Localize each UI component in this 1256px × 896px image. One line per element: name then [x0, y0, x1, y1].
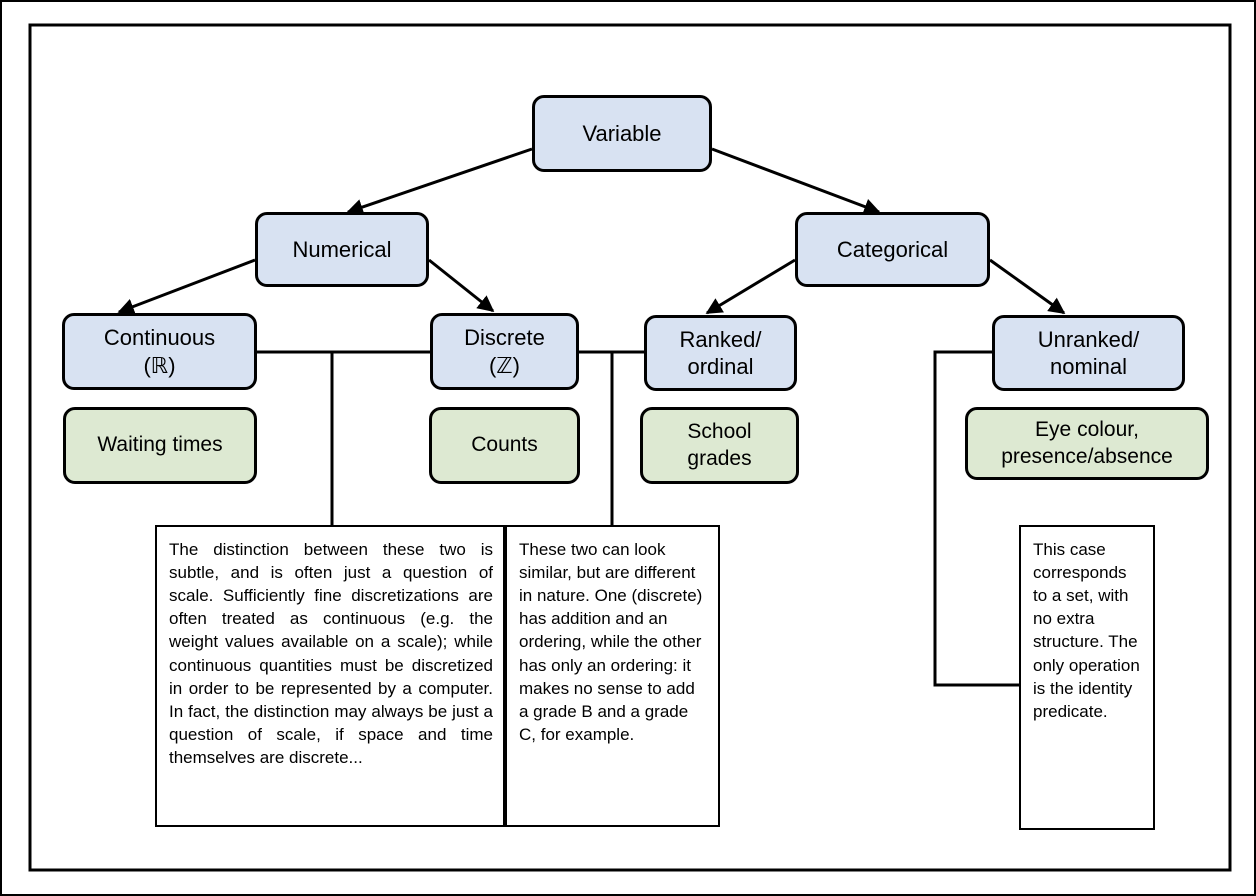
- example-waiting-times-label: Waiting times: [97, 433, 223, 457]
- note-nominal: This case corresponds to a set, with no …: [1019, 525, 1155, 830]
- node-unranked-nominal-label: Unranked/ nominal: [1037, 326, 1140, 380]
- example-eye-colour: Eye colour, presence/absence: [965, 407, 1209, 480]
- node-unranked-nominal: Unranked/ nominal: [992, 315, 1185, 391]
- example-waiting-times: Waiting times: [63, 407, 257, 484]
- example-counts-label: Counts: [471, 433, 538, 457]
- node-ranked-ordinal-label: Ranked/ ordinal: [679, 326, 762, 380]
- node-categorical-label: Categorical: [836, 236, 949, 262]
- node-continuous: Continuous (ℝ): [62, 313, 257, 390]
- tree-arrows: [117, 147, 1066, 315]
- outer-frame: [28, 23, 1232, 872]
- arrow-categorical-ranked: [705, 258, 796, 315]
- arrow-categorical-unranked: [989, 258, 1066, 315]
- arrow-variable-categorical: [711, 147, 881, 215]
- arrow-numerical-continuous: [117, 258, 256, 315]
- arrow-numerical-discrete: [428, 258, 495, 313]
- node-numerical: Numerical: [255, 212, 429, 287]
- note-continuous-vs-discrete: The distinction between these two is sub…: [155, 525, 505, 827]
- node-continuous-label: Continuous (ℝ): [103, 325, 216, 378]
- example-counts: Counts: [429, 407, 580, 484]
- note-discrete-vs-ordinal: These two can look similar, but are diff…: [505, 525, 720, 827]
- node-categorical: Categorical: [795, 212, 990, 287]
- node-variable-label: Variable: [582, 120, 662, 146]
- arrow-variable-numerical: [346, 147, 533, 215]
- example-eye-colour-label: Eye colour, presence/absence: [1001, 418, 1173, 468]
- example-school-grades-label: School grades: [687, 420, 752, 470]
- node-variable: Variable: [532, 95, 712, 172]
- example-school-grades: School grades: [640, 407, 799, 484]
- node-numerical-label: Numerical: [292, 236, 392, 262]
- node-discrete: Discrete (ℤ): [430, 313, 579, 390]
- note-connectors: [257, 350, 1020, 687]
- node-ranked-ordinal: Ranked/ ordinal: [644, 315, 797, 391]
- connector-elbow-note3: [933, 350, 1020, 687]
- node-discrete-label: Discrete (ℤ): [464, 325, 545, 378]
